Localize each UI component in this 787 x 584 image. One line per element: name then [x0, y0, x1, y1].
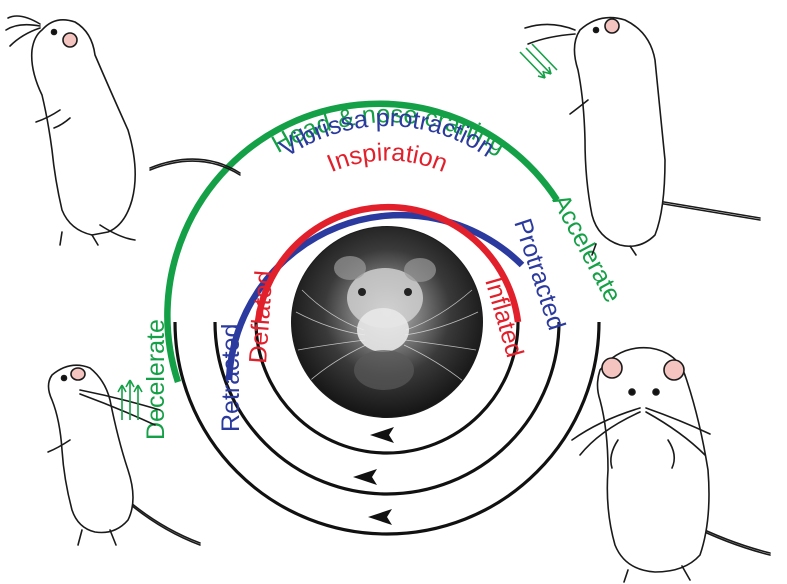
- inner-arrowhead: [370, 427, 394, 443]
- rat-rearing-left-icon: [6, 16, 240, 245]
- inflated-label: Inflated: [479, 274, 529, 361]
- retracted-label: Retracted: [217, 324, 245, 432]
- rat-facing-front-icon: [572, 348, 770, 582]
- inspiration-label: Inspiration: [323, 138, 452, 177]
- rat-nose-photo: [291, 226, 483, 418]
- motion-arrows-icon: [520, 44, 557, 78]
- deflated-label: Deflated: [244, 270, 278, 365]
- cycle-arrowheads: [353, 427, 394, 525]
- motion-arrows-icon: [118, 380, 142, 420]
- rat-sniffing-left-icon: [48, 365, 200, 545]
- middle-arrowhead: [353, 469, 377, 485]
- outer-arrowhead: [368, 509, 392, 525]
